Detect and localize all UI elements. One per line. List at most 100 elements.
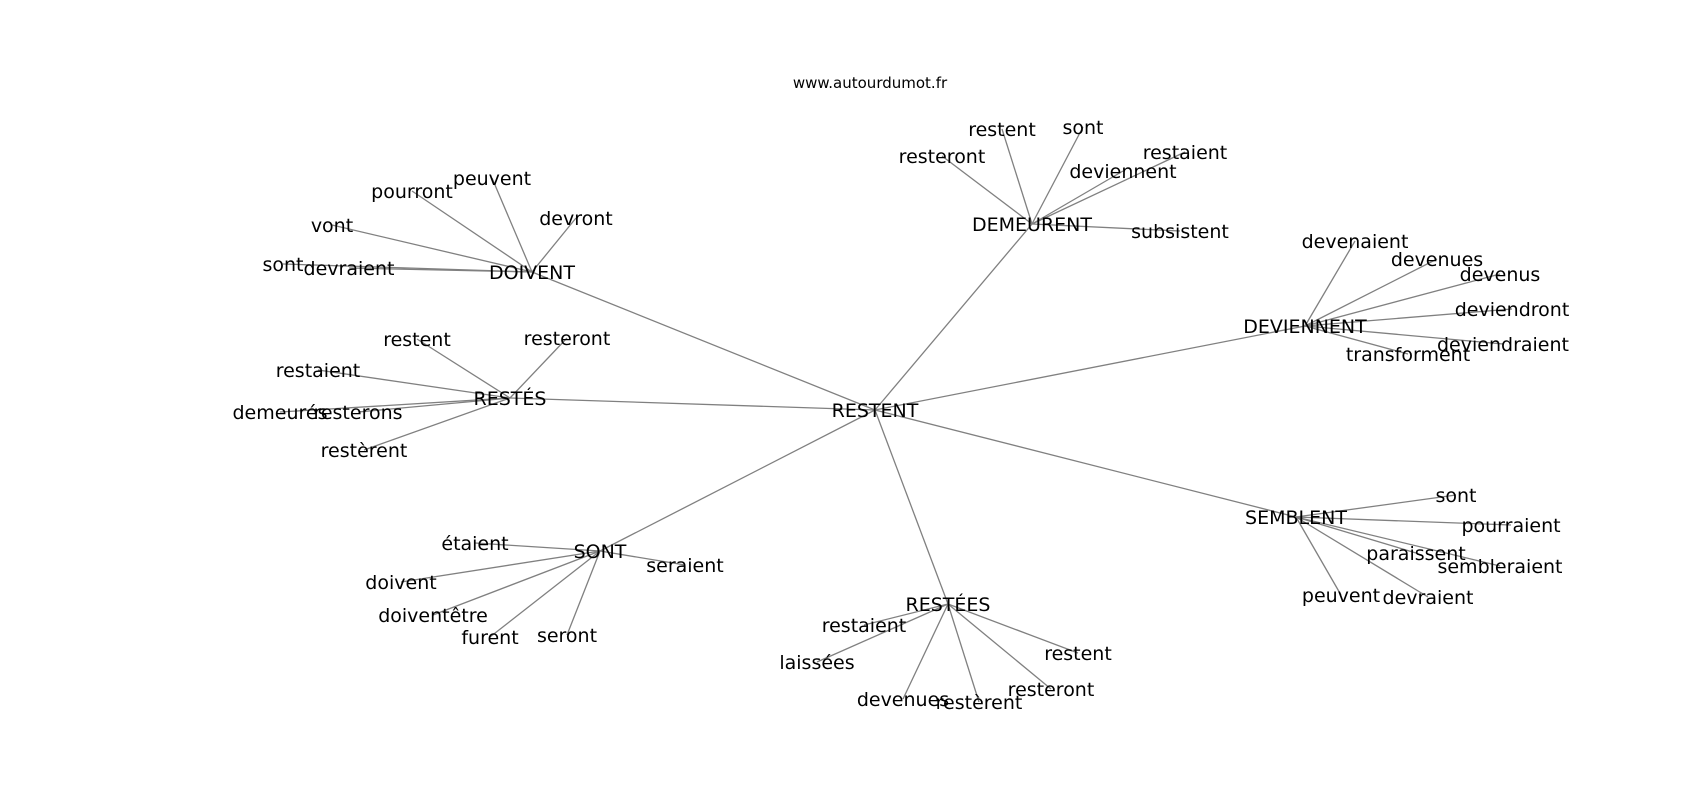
edge-hub-leaf	[1304, 240, 1356, 327]
edge-hub-leaf	[1031, 151, 1186, 225]
hub-word[interactable]: RESTÉS	[474, 387, 547, 410]
edge-hub-leaf	[432, 550, 601, 616]
leaf-word[interactable]: sont	[1062, 117, 1103, 139]
edge-hub-leaf	[411, 190, 533, 273]
edge-hub-leaf	[416, 338, 511, 399]
edge-hub-leaf	[1031, 223, 1181, 232]
leaf-word[interactable]: restent	[383, 329, 451, 351]
leaf-word[interactable]: sembleraient	[1437, 556, 1562, 578]
leaf-word[interactable]: deviendront	[1455, 299, 1570, 321]
leaf-word[interactable]: deviennent	[1069, 161, 1176, 183]
leaf-word[interactable]: devenues	[857, 689, 949, 711]
hub-word[interactable]: SONT	[574, 541, 627, 563]
edge-center-hub	[599, 409, 876, 552]
leaf-word[interactable]: devraient	[304, 258, 395, 280]
hub-word[interactable]: DOIVENT	[489, 262, 575, 284]
edge-hub-leaf	[1295, 494, 1457, 518]
leaf-word[interactable]: seront	[537, 625, 597, 647]
leaf-word[interactable]: resteront	[1008, 679, 1095, 701]
source-credit[interactable]: www.autourdumot.fr	[793, 74, 948, 92]
edge-hub-leaf	[1295, 516, 1342, 596]
leaf-word[interactable]: peuvent	[1302, 585, 1380, 607]
edge-center-hub	[874, 409, 1297, 518]
leaf-word[interactable]: laissées	[779, 652, 854, 674]
edge-hub-leaf	[1304, 308, 1513, 327]
edge-hub-leaf	[331, 224, 533, 273]
leaf-word[interactable]: peuvent	[453, 168, 531, 190]
edge-hub-leaf	[902, 603, 949, 700]
leaf-word[interactable]: deviendraient	[1437, 334, 1569, 356]
edge-hub-leaf	[489, 550, 601, 638]
edge-hub-leaf	[279, 397, 511, 413]
leaf-word[interactable]: seraient	[646, 555, 724, 577]
edge-hub-leaf	[947, 603, 1079, 654]
edge-hub-leaf	[599, 550, 686, 566]
leaf-word[interactable]: furent	[461, 627, 518, 649]
edge-hub-leaf	[363, 397, 511, 451]
edge-hub-leaf	[509, 337, 568, 399]
leaf-word[interactable]: restaient	[822, 615, 907, 637]
leaf-word[interactable]: sont	[262, 254, 303, 276]
leaf-word[interactable]: devenues	[1391, 249, 1483, 271]
edge-hub-leaf	[816, 603, 949, 663]
leaf-word[interactable]: subsistent	[1131, 221, 1229, 243]
edge-center-hub	[531, 271, 876, 411]
edge-hub-leaf	[1304, 325, 1409, 355]
leaf-word[interactable]: restèrent	[936, 692, 1023, 714]
edge-hub-leaf	[1295, 516, 1512, 526]
leaf-word[interactable]: restèrent	[321, 440, 408, 462]
hub-word[interactable]: SEMBLENT	[1245, 507, 1347, 529]
leaf-word[interactable]: resterons	[313, 402, 402, 424]
leaf-word[interactable]: demeurés	[233, 402, 328, 424]
leaf-word[interactable]: pourront	[371, 181, 453, 203]
leaf-word[interactable]: devraient	[1383, 587, 1474, 609]
leaf-word[interactable]: resteront	[899, 146, 986, 168]
leaf-word[interactable]: devront	[539, 208, 613, 230]
leaf-word[interactable]: doiventêtre	[378, 605, 488, 627]
leaf-word[interactable]: restaient	[276, 360, 361, 382]
center-word[interactable]: RESTENT	[832, 400, 919, 422]
hub-word[interactable]: DEVIENNENT	[1243, 316, 1367, 338]
edge-hub-leaf	[317, 369, 511, 399]
edge-center-hub	[509, 397, 876, 411]
graph-edges	[279, 126, 1513, 703]
leaf-word[interactable]: étaient	[441, 533, 508, 555]
leaf-word[interactable]: sont	[1435, 485, 1476, 507]
edge-center-hub	[874, 223, 1033, 411]
edge-hub-leaf	[1304, 325, 1504, 345]
leaf-word[interactable]: vont	[311, 215, 353, 237]
edge-hub-leaf	[1295, 516, 1501, 567]
hub-word[interactable]: DEMEURENT	[972, 214, 1092, 236]
edge-hub-leaf	[491, 177, 533, 273]
leaf-word[interactable]: transforment	[1346, 344, 1470, 366]
leaf-word[interactable]: restent	[1044, 643, 1112, 665]
edge-hub-leaf	[947, 603, 980, 703]
leaf-word[interactable]: pourraient	[1461, 515, 1560, 537]
edge-hub-leaf	[348, 267, 533, 273]
leaf-word[interactable]: resteront	[524, 328, 611, 350]
edge-hub-leaf	[941, 155, 1033, 225]
leaf-word[interactable]: paraissent	[1366, 543, 1465, 565]
edge-hub-leaf	[1295, 516, 1417, 554]
leaf-word[interactable]: doivent	[365, 572, 436, 594]
edge-hub-leaf	[474, 542, 601, 552]
hub-word[interactable]: RESTÉES	[906, 593, 991, 616]
edge-hub-leaf	[1031, 126, 1084, 225]
edge-hub-leaf	[1001, 128, 1033, 225]
edge-hub-leaf	[357, 397, 511, 413]
leaf-word[interactable]: devenaient	[1302, 231, 1409, 253]
leaf-word[interactable]: restaient	[1143, 142, 1228, 164]
edge-hub-leaf	[863, 603, 949, 626]
edge-hub-leaf	[1031, 170, 1124, 225]
edge-hub-leaf	[400, 550, 601, 583]
edge-hub-leaf	[947, 603, 1052, 690]
edge-hub-leaf	[566, 550, 601, 636]
leaf-word[interactable]: devenus	[1460, 264, 1541, 286]
edge-hub-leaf	[531, 217, 577, 273]
leaf-word[interactable]: restent	[968, 119, 1036, 141]
edge-center-hub	[874, 325, 1306, 411]
edge-hub-leaf	[1304, 258, 1438, 327]
edge-hub-leaf	[1304, 273, 1501, 327]
